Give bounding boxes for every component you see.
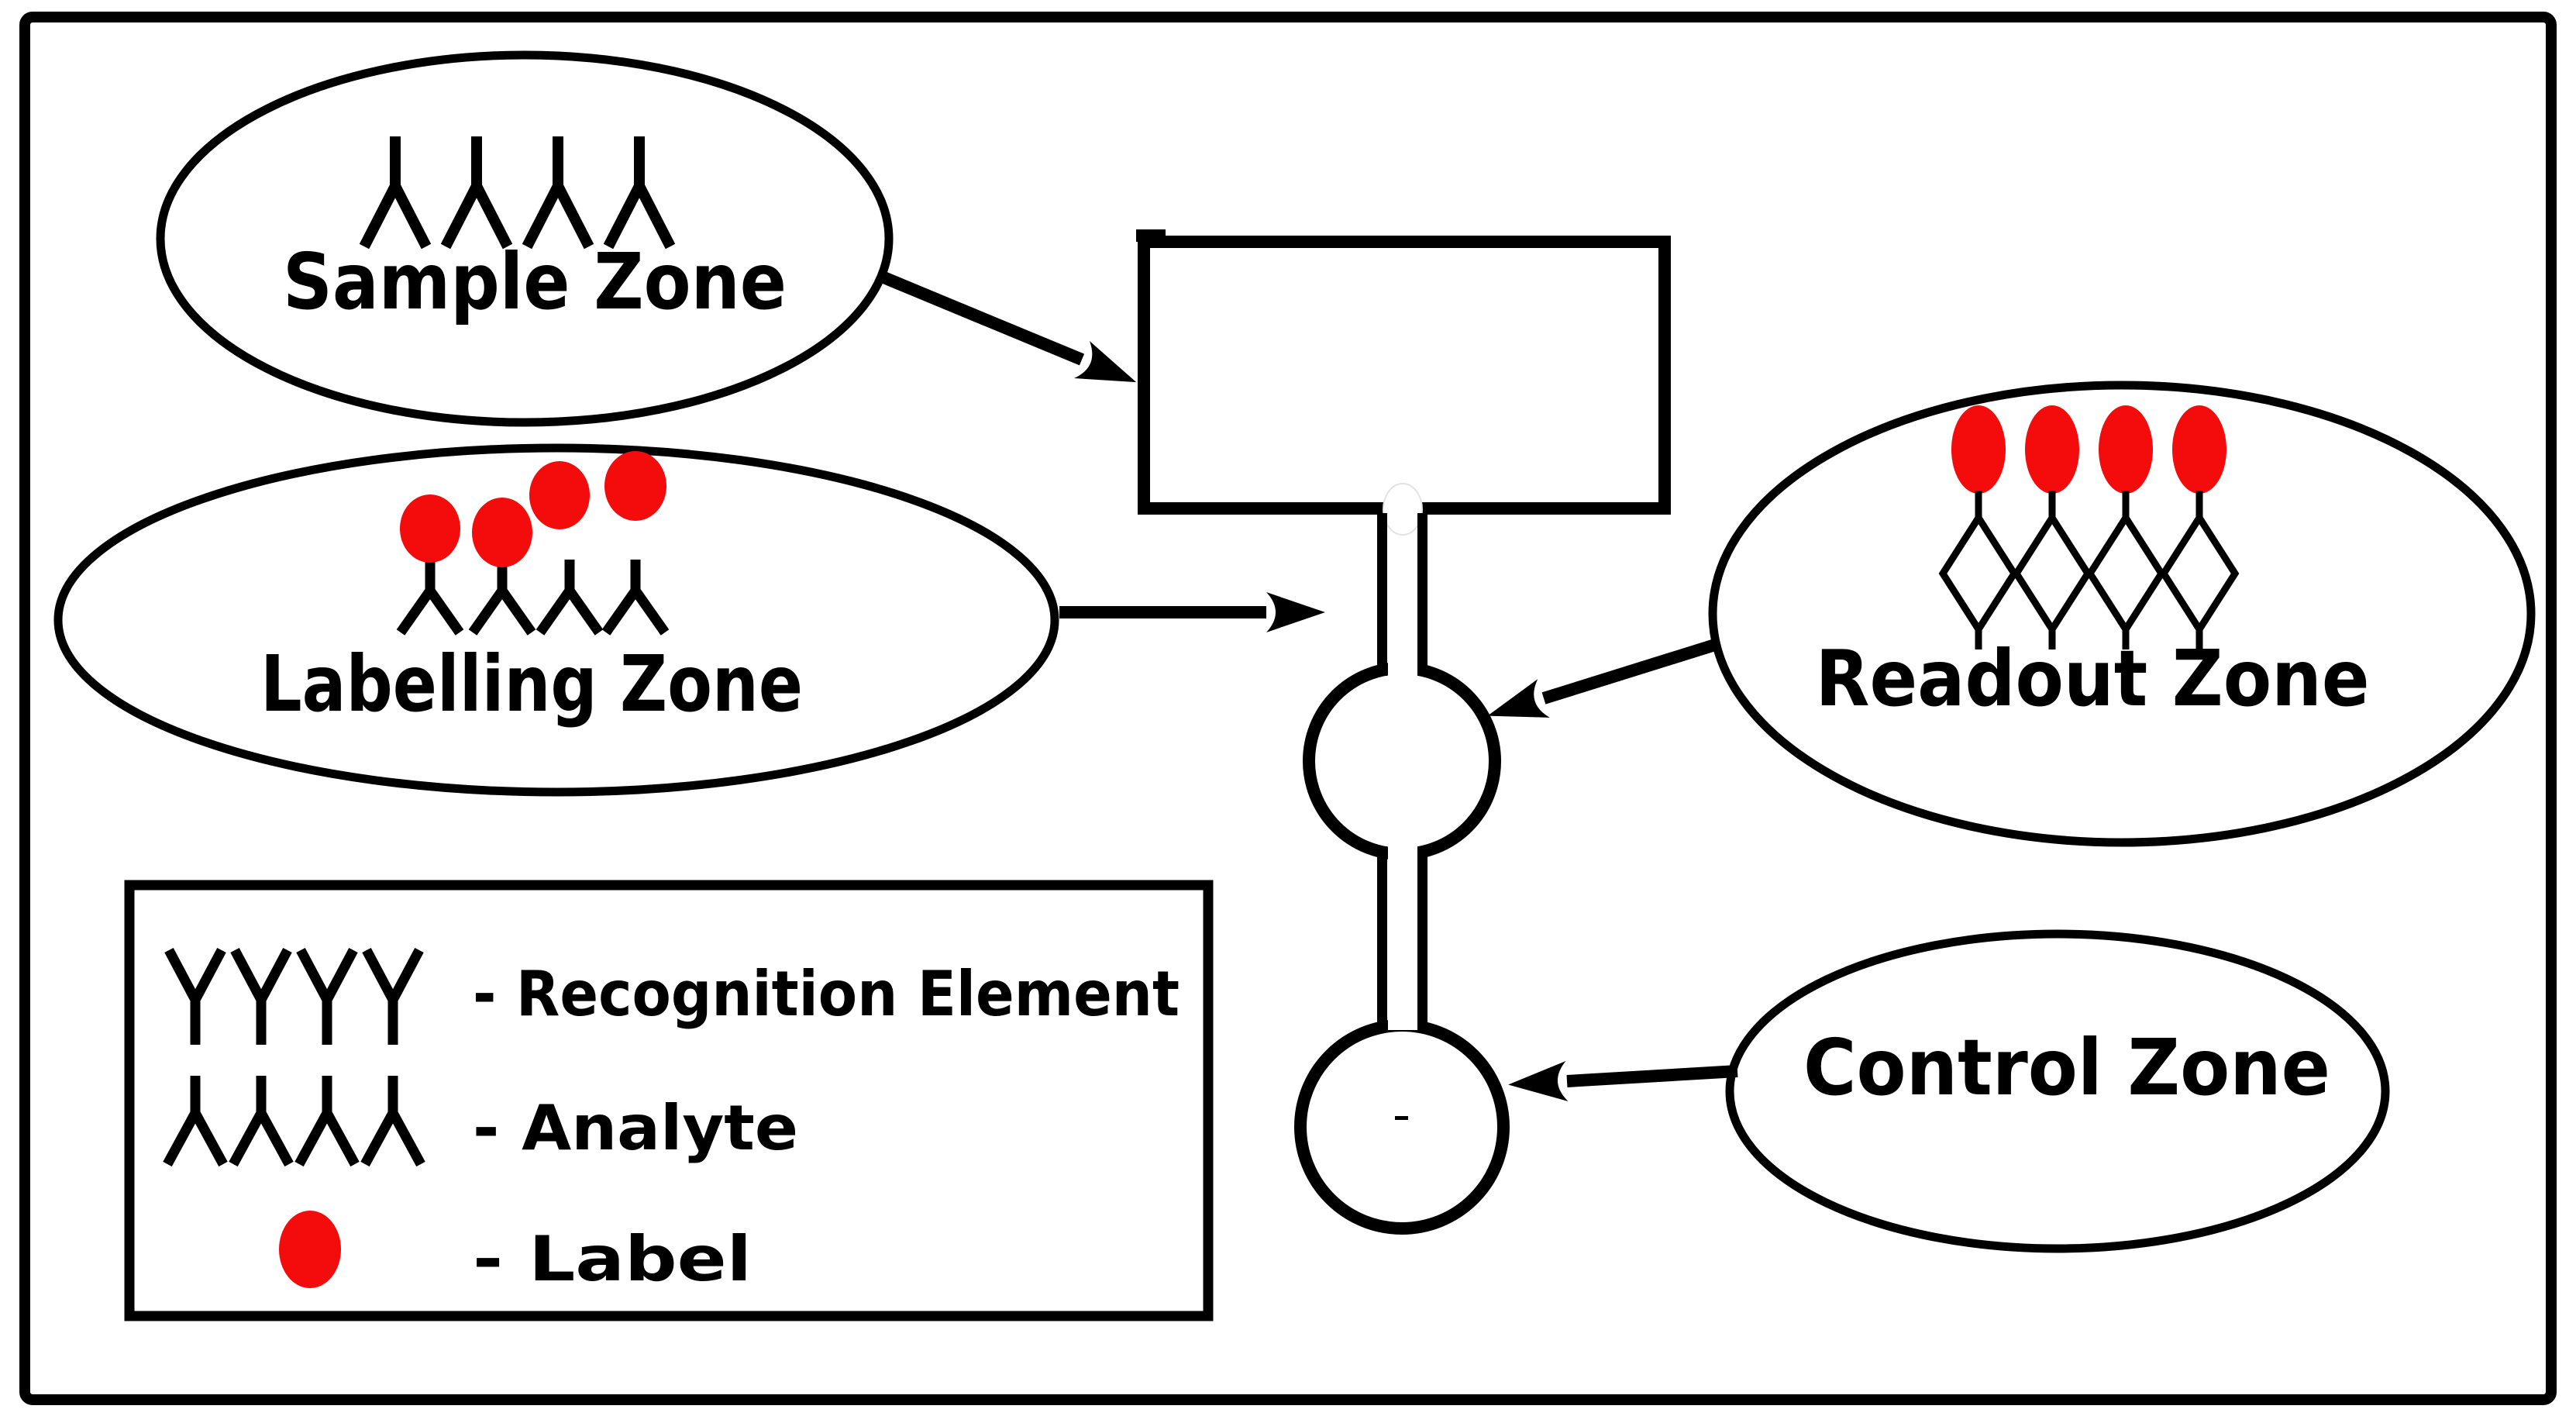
legend-recognition-element-label: - Recognition Element (473, 958, 1180, 1030)
legend-label-label: - Label (473, 1223, 752, 1295)
label-dot-icon (604, 451, 666, 521)
labelling-zone-label-dots (400, 451, 666, 567)
inlet-junction-notch (1383, 483, 1423, 536)
readout-zone-label: Readout Zone (1816, 633, 2370, 724)
labelled-antibody-icon (536, 560, 604, 636)
sample-zone-ellipse (156, 50, 894, 427)
labelled-antibody-icon (396, 560, 464, 636)
analyte-icon (440, 136, 513, 250)
readout-complex-icon (2085, 405, 2166, 649)
legend-analytes (163, 1076, 425, 1167)
readout-well-circle (1303, 662, 1501, 860)
readout-zone-ellipse (1708, 381, 2536, 847)
label-dot-icon (2099, 405, 2153, 494)
labelled-antibody-icon (601, 560, 670, 636)
labelling-zone-ellipse (53, 443, 1059, 797)
label-dot-icon (472, 498, 532, 567)
control-well-circle (1294, 1019, 1510, 1235)
labelling-zone-antibodies (396, 560, 670, 636)
recognition-element-icon (296, 947, 358, 1045)
control-well-mark (1395, 1116, 1408, 1120)
labelling-zone-label: Labelling Zone (260, 639, 803, 729)
label-dot-icon (2172, 405, 2226, 494)
recognition-element-icon (362, 947, 424, 1045)
sample-to-device-arrow (879, 270, 1137, 383)
analyte-icon (522, 136, 594, 250)
legend-recognition-elements (164, 947, 424, 1045)
outer-border (19, 12, 2557, 1405)
device-corner-tick (1136, 229, 1166, 242)
analyte-icon (360, 1076, 425, 1167)
analyte-icon (163, 1076, 228, 1167)
readout-to-well-arrow (1487, 639, 1717, 718)
control-zone-label: Control Zone (1803, 1022, 2330, 1113)
control-zone-ellipse (1725, 929, 2390, 1253)
readout-complex-icon (2012, 405, 2092, 649)
analyte-icon (294, 1076, 360, 1167)
sample-zone-label: Sample Zone (283, 236, 787, 327)
label-dot-icon (1951, 405, 2006, 494)
control-to-well-arrow (1508, 1061, 1738, 1101)
readout-zone-complexes (1938, 405, 2240, 649)
labelled-antibody-icon (468, 560, 536, 636)
sample-zone-analytes (359, 136, 676, 250)
recognition-element-icon (230, 947, 292, 1045)
analyte-icon (229, 1076, 294, 1167)
label-dot-icon (279, 1211, 341, 1288)
legend-analyte-label: - Analyte (473, 1092, 798, 1164)
recognition-element-icon (164, 947, 226, 1045)
readout-complex-icon (2159, 405, 2240, 649)
label-dot-icon (400, 494, 460, 563)
readout-complex-icon (1938, 405, 2019, 649)
analyte-icon (359, 136, 432, 250)
legend-box (124, 880, 1214, 1321)
channel-openings (1388, 499, 1417, 1030)
label-dot-icon (529, 461, 590, 529)
label-dot-icon (2025, 405, 2079, 494)
microfluidic-channel (1377, 513, 1427, 1031)
device-inlet-rectangle (1138, 236, 1671, 515)
analyte-icon (603, 136, 676, 250)
